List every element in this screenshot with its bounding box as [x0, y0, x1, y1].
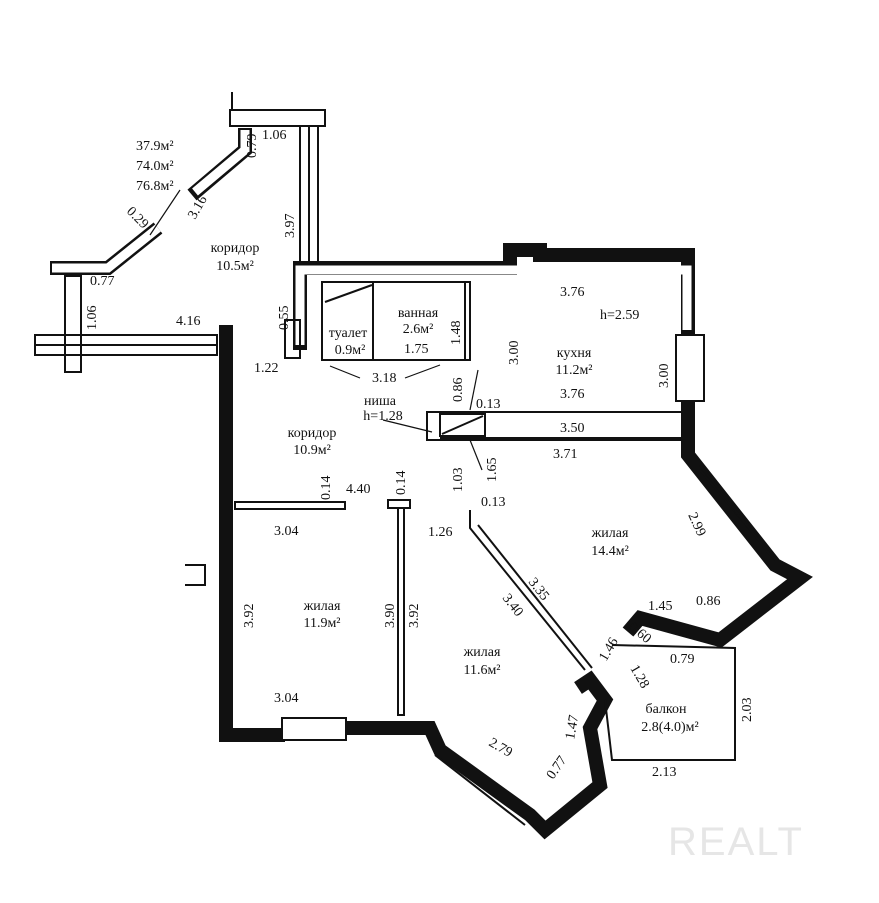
dimension: 3.71	[553, 447, 578, 462]
dimension: 4.40	[346, 482, 371, 497]
dimension: 1.45	[648, 599, 673, 614]
room-area-corridor-main: 10.9м²	[293, 443, 331, 458]
dimension: 1.26	[428, 525, 453, 540]
dimension: 3.92	[242, 604, 257, 629]
dimension: 1.03	[451, 468, 466, 493]
room-area-toilet: 0.9м²	[335, 343, 366, 358]
dimension: 2.79	[486, 735, 515, 760]
dimension: 1.28	[627, 663, 652, 692]
dimension: 3.97	[283, 214, 298, 239]
dimension: 3.50	[560, 421, 585, 436]
room-area-kitchen: 11.2м²	[555, 363, 592, 378]
dimension: 3.92	[407, 604, 422, 629]
dimension: 1.75	[404, 342, 429, 357]
room-area-living-mid: 11.6м²	[463, 663, 500, 678]
dimension: 0.55	[277, 306, 292, 331]
room-name-bathroom: ванная	[398, 306, 439, 321]
dimension: 0.79	[670, 652, 695, 667]
dimension: 2.13	[652, 765, 677, 780]
dimension: 3.00	[507, 341, 522, 366]
dimension: 3.00	[657, 364, 672, 389]
room-area-balcony: 2.8(4.0)м²	[641, 720, 698, 735]
dimension: 2.99	[684, 510, 708, 539]
room-area-bathroom: 2.6м²	[403, 322, 434, 337]
room-name-living-left: жилая	[303, 599, 341, 614]
dimension: 0.13	[476, 397, 501, 412]
dimension: 4.16	[176, 314, 201, 329]
dimension: 3.40	[499, 591, 526, 620]
dimension: 1.47	[563, 714, 582, 741]
room-name-corridor-main: коридор	[288, 426, 337, 441]
dimension: 0.13	[481, 495, 506, 510]
room-area-corridor-top: 10.5м²	[216, 259, 254, 274]
dimension: 3.04	[274, 524, 299, 539]
room-area-living-left: 11.9м²	[303, 616, 340, 631]
dimension: 3.76	[560, 285, 585, 300]
watermark-logo: REALT	[668, 820, 804, 864]
room-name-niche: ниша	[364, 394, 397, 409]
room-labels: коридор 10.5м² туалет 0.9м² ванная 2.6м²…	[211, 241, 699, 735]
total-area-living: 37.9м²	[136, 139, 174, 154]
dimension: 0.86	[696, 594, 721, 609]
room-name-kitchen: кухня	[557, 346, 592, 361]
dimension: 0.77	[544, 754, 570, 783]
total-areas: 37.9м² 74.0м² 76.8м²	[136, 139, 174, 194]
dimension-labels: 1.06 0.79 3.16 0.29 0.77 1.06 3.97 4.16 …	[85, 128, 755, 782]
room-area-living-right: 14.4м²	[591, 544, 629, 559]
room-name-living-right: жилая	[591, 526, 629, 541]
total-area-with-balcony: 76.8м²	[136, 179, 174, 194]
dimension: 1.22	[254, 361, 279, 376]
dimension: 3.76	[560, 387, 585, 402]
leader-lines	[149, 189, 483, 471]
niche-height: h=1.28	[363, 409, 402, 424]
dimension: 3.16	[185, 193, 210, 222]
dimension: 3.90	[383, 604, 398, 629]
room-name-corridor-top: коридор	[211, 241, 260, 256]
dimension: 0.14	[319, 476, 334, 501]
dimension: 1.65	[485, 458, 500, 483]
room-name-living-mid: жилая	[463, 645, 501, 660]
dimension: 0.79	[245, 134, 260, 159]
dimension: 0.86	[451, 378, 466, 403]
dimension: 2.03	[740, 698, 755, 723]
ceiling-height: h=2.59	[600, 308, 639, 323]
room-name-toilet: туалет	[329, 326, 367, 341]
dimension: 1.46	[596, 635, 621, 664]
total-area-general: 74.0м²	[136, 159, 174, 174]
dimension: 3.18	[372, 371, 397, 386]
walls	[34, 92, 813, 840]
dimension: 1.06	[85, 306, 100, 331]
dimension: 3.04	[274, 691, 299, 706]
dimension: 0.14	[394, 471, 409, 496]
dimension: 1.48	[449, 321, 464, 346]
dimension: 0.77	[90, 274, 115, 289]
room-name-balcony: балкон	[645, 702, 687, 717]
dimension: 1.06	[262, 128, 287, 143]
